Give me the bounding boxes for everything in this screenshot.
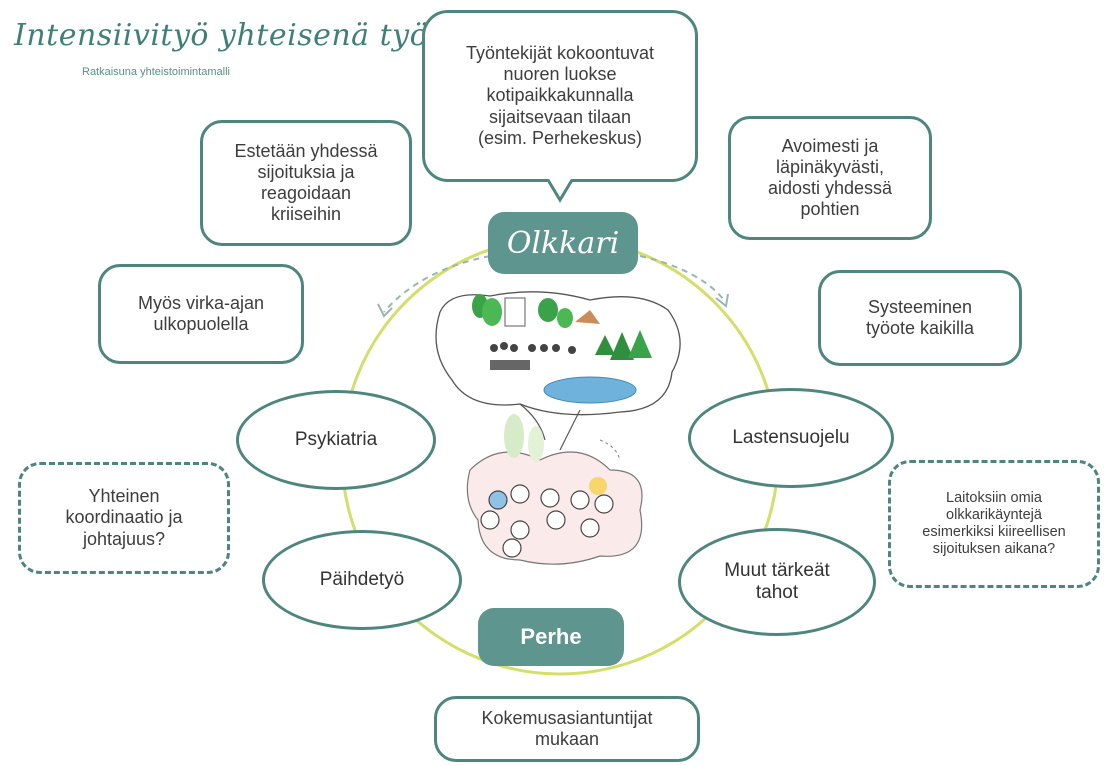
box-avoimesti: Avoimesti ja läpinäkyvästi, aidosti yhde… (728, 116, 932, 240)
box-estetaan: Estetään yhdessä sijoituksia ja reagoida… (200, 120, 412, 246)
lake-icon (543, 376, 637, 404)
arrowhead-right (715, 293, 729, 308)
arrowhead-left (377, 303, 393, 318)
speech-bubble-tail (548, 178, 574, 203)
box-systeeminen-text: Systeeminen työote kaikilla (865, 296, 975, 338)
oval-lastensuojelu: Lastensuojelu (688, 388, 894, 488)
family-people-icon (480, 484, 614, 558)
dashed-box-koordinaatio: Yhteinen koordinaatio ja johtajuus? (18, 462, 230, 574)
people-icon (490, 342, 576, 370)
page-subtitle: Ratkaisuna yhteistoimintamalli (82, 66, 230, 78)
dashed-box-laitoksiin-text: Laitoksiin omia olkkarikäyntejä esimerki… (922, 489, 1066, 558)
oval-paihdetyo: Päihdetyö (262, 530, 462, 630)
speech-bubble: Työntekijät kokoontuvat nuoren luokse ko… (422, 10, 698, 182)
box-avoimesti-text: Avoimesti ja läpinäkyvästi, aidosti yhde… (767, 135, 893, 220)
dashed-arrow-right (639, 255, 725, 301)
speech-bubble-text: Työntekijät kokoontuvat nuoren luokse ko… (465, 42, 655, 148)
hub-olkkari-label: Olkkari (506, 225, 620, 261)
box-kokemus-text: Kokemusasiantuntijat mukaan (481, 707, 653, 749)
page-title: Intensiivityö yhteisenä työnä (14, 18, 467, 53)
box-virka-ajan-text: Myös virka-ajan ulkopuolella (137, 292, 265, 334)
box-systeeminen: Systeeminen työote kaikilla (818, 270, 1022, 366)
dashed-arrow-left (383, 255, 491, 313)
oval-muut: Muut tärkeät tahot (678, 528, 876, 636)
dashed-box-laitoksiin: Laitoksiin omia olkkarikäyntejä esimerki… (888, 460, 1100, 588)
hub-perhe-label: Perhe (520, 624, 582, 649)
dashed-box-koordinaatio-text: Yhteinen koordinaatio ja johtajuus? (65, 486, 183, 549)
box-virka-ajan: Myös virka-ajan ulkopuolella (98, 264, 304, 364)
oval-lastensuojelu-text: Lastensuojelu (732, 427, 850, 449)
oval-psykiatria-text: Psykiatria (294, 429, 378, 451)
box-estetaan-text: Estetään yhdessä sijoituksia ja reagoida… (234, 140, 378, 225)
hub-olkkari: Olkkari (488, 212, 638, 274)
oval-paihdetyo-text: Päihdetyö (319, 569, 405, 591)
hub-perhe: Perhe (478, 608, 624, 666)
oval-muut-text: Muut tärkeät tahot (724, 560, 830, 603)
box-kokemus: Kokemusasiantuntijat mukaan (434, 696, 700, 762)
oval-psykiatria: Psykiatria (236, 390, 436, 490)
trees-icon (472, 294, 652, 360)
